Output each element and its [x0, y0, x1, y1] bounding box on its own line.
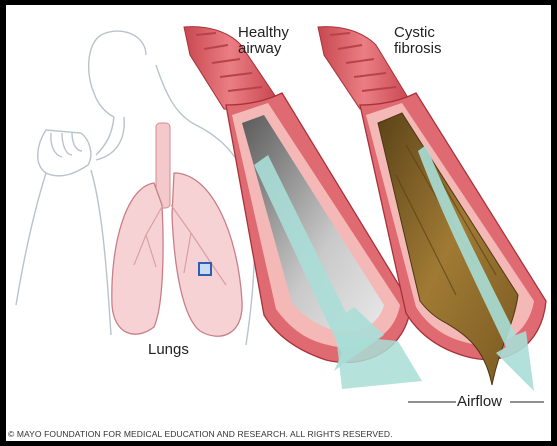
healthy-airway-label: Healthy airway — [238, 25, 289, 57]
diagram-canvas — [6, 5, 551, 441]
right-lung — [172, 173, 242, 336]
copyright-credit: © MAYO FOUNDATION FOR MEDICAL EDUCATION … — [8, 429, 393, 439]
airflow-label: Airflow — [457, 394, 502, 410]
head-top — [101, 31, 146, 55]
healthy-airflow-arrowhead — [336, 335, 422, 389]
chin-line — [96, 117, 124, 160]
lungs-label: Lungs — [148, 342, 189, 358]
torso-left — [91, 170, 111, 335]
finger-lines — [51, 133, 82, 157]
head-outline — [89, 35, 114, 117]
arm-outline — [16, 173, 46, 305]
fist-outline — [38, 130, 91, 176]
left-lung — [112, 183, 163, 334]
cystic-fibrosis-label: Cystic fibrosis — [394, 25, 442, 57]
neck-front — [96, 117, 114, 155]
illustration-frame: Healthy airway Cystic fibrosis Lungs Air… — [6, 5, 551, 441]
focus-box — [199, 263, 211, 275]
lungs-illustration — [112, 123, 242, 336]
